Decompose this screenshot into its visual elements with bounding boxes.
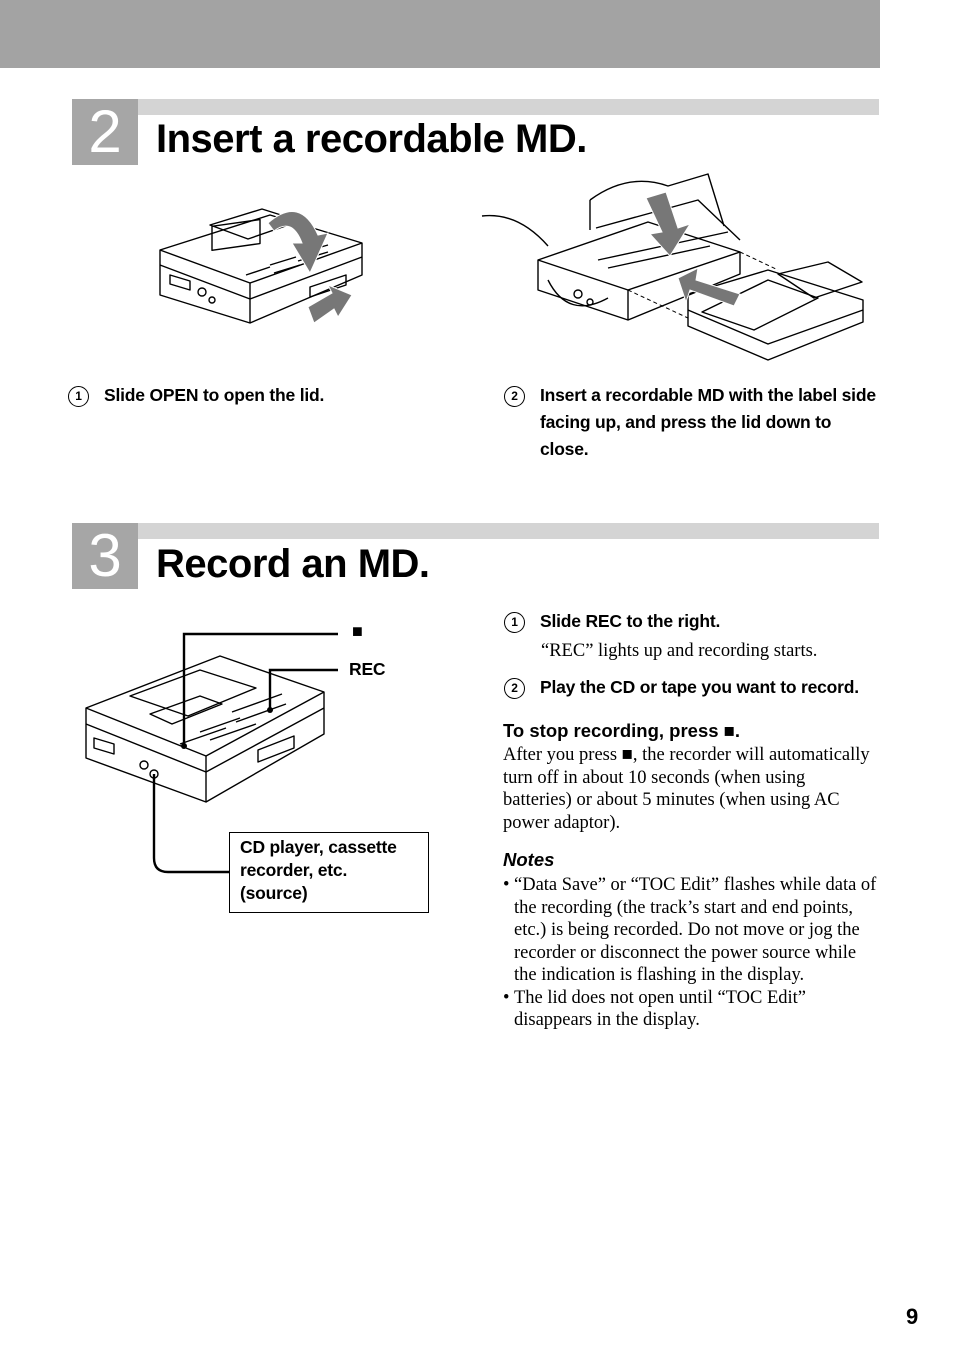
step-number-circle: 2	[504, 386, 525, 407]
step-3-substep-2: 2 Play the CD or tape you want to record…	[504, 677, 880, 701]
step-2-number: 2	[72, 99, 138, 165]
substep-text: Play the CD or tape you want to record.	[540, 677, 859, 697]
md-record-illustration	[85, 632, 338, 874]
step-3-substep-1: 1 Slide REC to the right.	[504, 611, 880, 635]
rec-label: REC	[349, 659, 386, 679]
source-callout: CD player, cassette recorder, etc. (sour…	[229, 832, 429, 913]
step-3-substep-1-detail: “REC” lights up and recording starts.	[541, 641, 818, 661]
stop-recording-heading: To stop recording, press ■.	[503, 720, 740, 741]
notes-heading: Notes	[503, 849, 555, 870]
note-item: The lid does not open until “TOC Edit” d…	[503, 987, 881, 1032]
header-band	[0, 0, 880, 68]
md-open-lid-illustration	[159, 208, 363, 324]
stop-label: ■	[352, 621, 363, 641]
step-2-title: Insert a recordable MD.	[156, 117, 587, 161]
notes-list: “Data Save” or “TOC Edit” flashes while …	[503, 874, 881, 1032]
substep-text: Slide OPEN to open the lid.	[104, 385, 325, 405]
step-3-number: 3	[72, 523, 138, 589]
step-3-bar	[138, 523, 879, 539]
substep-text: Insert a recordable MD with the label si…	[540, 385, 876, 459]
step-number-circle: 1	[68, 386, 89, 407]
step-number-circle: 2	[504, 678, 525, 699]
md-insert-disc-illustration	[481, 173, 864, 361]
note-item: “Data Save” or “TOC Edit” flashes while …	[503, 874, 881, 987]
step-3-title: Record an MD.	[156, 542, 430, 586]
step-2-substep-2: 2 Insert a recordable MD with the label …	[504, 385, 880, 463]
stop-recording-body: After you press ■, the recorder will aut…	[503, 745, 870, 833]
step-number-circle: 1	[504, 612, 525, 633]
step-2-substep-1: 1 Slide OPEN to open the lid.	[68, 385, 448, 409]
substep-text: Slide REC to the right.	[540, 611, 721, 631]
step-2-bar	[138, 99, 879, 115]
page-number: 9	[906, 1304, 919, 1329]
